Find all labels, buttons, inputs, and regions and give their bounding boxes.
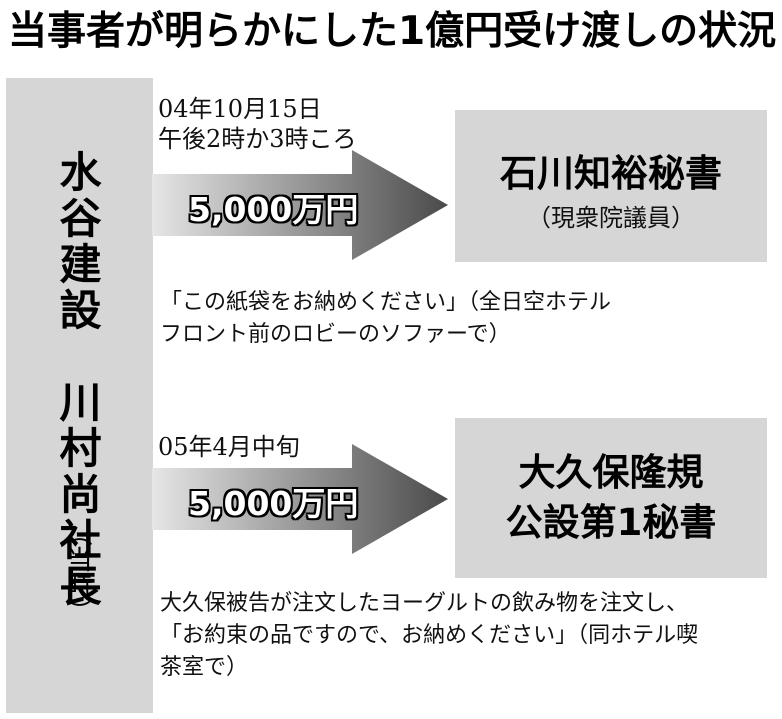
transfer-1-date: 04年10月15日 午後2時か3時ころ xyxy=(158,94,357,154)
giver-name: 水谷建設 川村尚社長 xyxy=(53,150,102,610)
transfer-1-description-line-1: 「この紙袋をお納めください」（全日空ホテル xyxy=(160,290,612,315)
transfer-1-description: 「この紙袋をお納めください」（全日空ホテル フロント前のロビーのソファーで） xyxy=(160,287,611,351)
transfer-1-amount: 5,000万円 xyxy=(188,190,359,229)
transfer-2-recipient-line-2: 公設第1秘書 xyxy=(505,501,717,544)
transfer-1-arrow-shape xyxy=(152,150,448,260)
transfer-2-description-line-2: 「お約束の品ですので、お納めください」（同ホテル喫 xyxy=(160,623,699,648)
transfer-1-description-line-2: フロント前のロビーのソファーで） xyxy=(160,322,511,347)
transfer-2-recipient-line-1: 大久保隆規 xyxy=(518,451,704,494)
transfer-2-recipient-box: 大久保隆規 公設第1秘書 xyxy=(455,418,767,578)
transfer-1-recipient-sub: （現衆院議員） xyxy=(527,204,695,232)
transfer-2-amount: 5,000万円 xyxy=(188,484,359,523)
transfer-1-recipient-name: 石川知裕秘書 xyxy=(500,152,722,195)
transfer-1-date-line-1: 04年10月15日 xyxy=(158,95,322,123)
transfer-1-arrow xyxy=(152,150,448,260)
diagram-title: 当事者が明らかにした1億円受け渡しの状況 xyxy=(8,9,777,54)
transfer-2-description-line-3: 茶室で） xyxy=(160,655,249,680)
giver-note: （当時） xyxy=(62,520,92,624)
giver-box xyxy=(6,78,153,713)
transfer-2-description-line-1: 大久保被告が注文したヨーグルトの飲み物を注文し、 xyxy=(160,591,689,616)
transfer-2-description: 大久保被告が注文したヨーグルトの飲み物を注文し、 「お約束の品ですので、お納めく… xyxy=(160,588,698,684)
transfer-2-arrow xyxy=(152,444,448,554)
transfer-1-date-line-2: 午後2時か3時ころ xyxy=(158,125,357,153)
transfer-1-recipient-box: 石川知裕秘書 （現衆院議員） xyxy=(455,110,767,262)
transfer-2-date-line-1: 05年4月中旬 xyxy=(158,433,300,461)
transfer-2-date: 05年4月中旬 xyxy=(158,432,300,462)
transfer-2-arrow-shape xyxy=(152,444,448,554)
